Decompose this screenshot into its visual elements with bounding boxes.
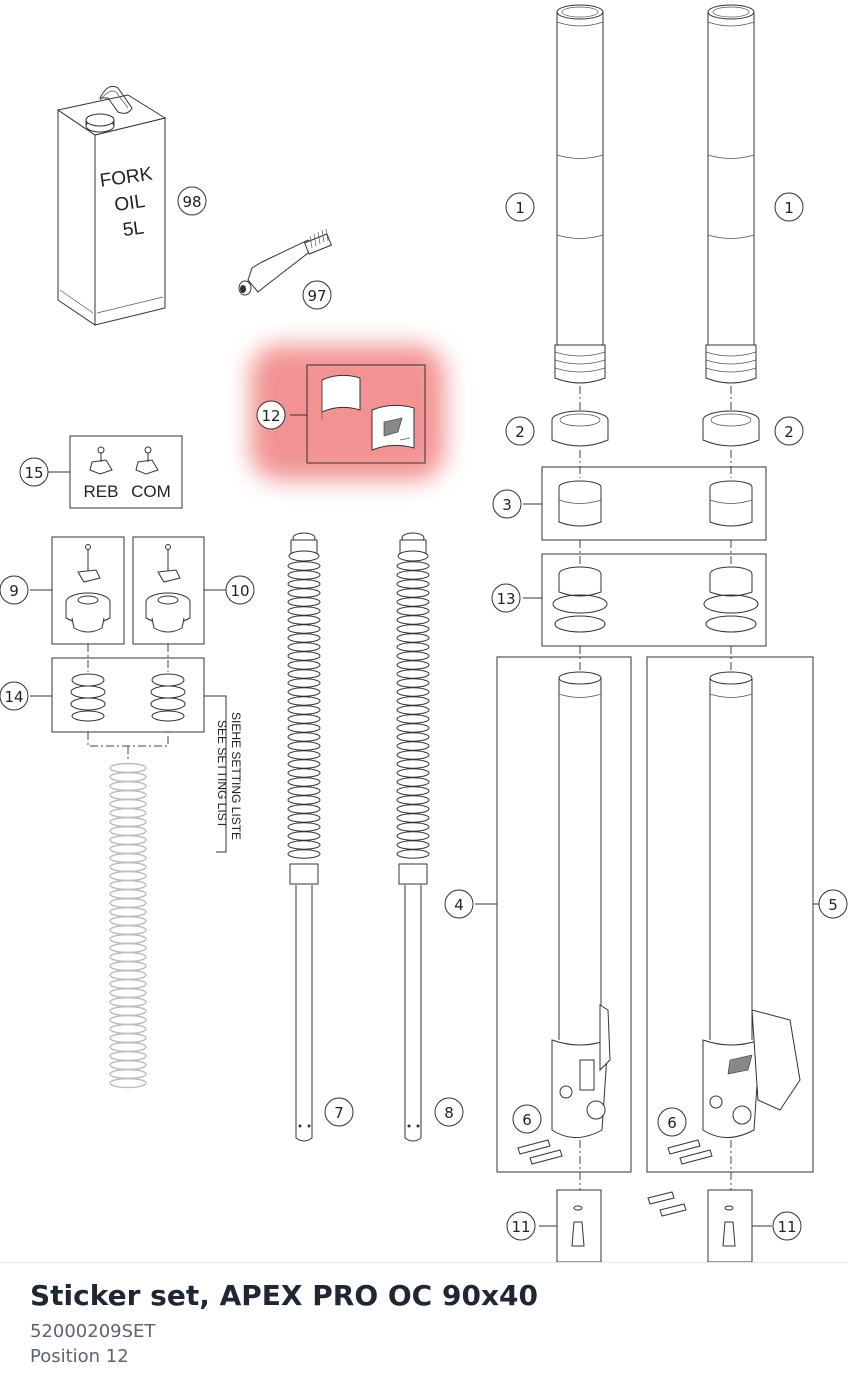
callout-3[interactable]: 3 [492, 489, 522, 519]
callout-label: 6 [667, 1114, 677, 1132]
callout-12[interactable]: 12 [256, 400, 286, 430]
callout-label: 5 [828, 896, 838, 914]
com-label: COM [131, 482, 171, 501]
callout-2[interactable]: 2 [774, 416, 804, 446]
spring-preload-set[interactable]: SIEHE SETTING LISTE SEE SETTING LIST [30, 644, 243, 853]
axle-clamp-screws[interactable] [647, 1191, 687, 1217]
callout-label: 98 [182, 193, 201, 211]
inner-tube-right[interactable] [646, 656, 821, 1190]
callout-label: 3 [502, 496, 512, 514]
oil-label-line2: OIL [113, 191, 146, 216]
callout-6[interactable]: 6 [657, 1107, 687, 1137]
callout-label: 4 [454, 896, 464, 914]
clicker-adjusters[interactable]: REB COM [46, 435, 183, 509]
callout-label: 13 [496, 590, 515, 608]
callout-label: 10 [230, 582, 249, 600]
callout-label: 2 [515, 423, 525, 441]
callout-1[interactable]: 1 [774, 192, 804, 222]
callout-9[interactable]: 9 [0, 575, 29, 605]
inner-tube-left[interactable] [475, 656, 632, 1190]
callout-11[interactable]: 11 [772, 1211, 802, 1241]
callout-13[interactable]: 13 [491, 583, 521, 613]
reb-label: REB [84, 482, 119, 501]
callout-label: 15 [24, 464, 43, 482]
callout-label: 8 [444, 1104, 454, 1122]
oil-label-line3: 5L [121, 217, 145, 241]
fork-cap-rebound[interactable] [30, 536, 125, 645]
setting-note-en: SEE SETTING LIST [215, 720, 229, 829]
callout-label: 97 [307, 287, 326, 305]
bushing-set[interactable] [541, 466, 767, 541]
seal-kit[interactable] [541, 540, 767, 672]
sticker-set[interactable] [306, 364, 426, 464]
callout-label: 14 [4, 688, 23, 706]
callout-4[interactable]: 4 [444, 889, 474, 919]
callout-97[interactable]: 97 [302, 280, 332, 310]
outer-tube-left[interactable] [554, 4, 606, 412]
callout-label: 1 [784, 199, 794, 217]
setting-note-de: SIEHE SETTING LISTE [229, 712, 243, 840]
bleeder-screw-right[interactable] [707, 1189, 772, 1262]
callout-14[interactable]: 14 [0, 681, 29, 711]
callout-6[interactable]: 6 [512, 1104, 542, 1134]
fork-seal-right[interactable] [702, 410, 760, 478]
callout-label: 11 [511, 1218, 530, 1236]
callout-label: 6 [522, 1111, 532, 1129]
callout-2[interactable]: 2 [505, 416, 535, 446]
callout-11[interactable]: 11 [506, 1211, 536, 1241]
callout-label: 12 [261, 407, 280, 425]
damping-cartridge-left[interactable] [287, 532, 321, 1142]
callout-10[interactable]: 10 [225, 575, 255, 605]
part-info-panel: Sticker set, APEX PRO OC 90x40 52000209S… [0, 1262, 848, 1391]
callout-1[interactable]: 1 [505, 192, 535, 222]
outer-tube-right[interactable] [705, 4, 757, 412]
fork-seal-left[interactable] [551, 410, 609, 478]
fork-oil-can[interactable]: FORK OIL 5L [56, 85, 167, 326]
callout-15[interactable]: 15 [19, 457, 49, 487]
grease-tube[interactable] [238, 228, 333, 296]
callout-7[interactable]: 7 [324, 1097, 354, 1127]
fork-spring[interactable] [109, 762, 147, 1089]
callout-label: 9 [9, 582, 19, 600]
callout-98[interactable]: 98 [177, 186, 207, 216]
callout-label: 2 [784, 423, 794, 441]
part-number: 52000209SET [30, 1321, 156, 1342]
damping-cartridge-right[interactable] [396, 532, 430, 1142]
fork-cap-compression[interactable] [132, 536, 226, 645]
exploded-parts-diagram: FORK OIL 5L REB COM [0, 4, 848, 1262]
selected-part-highlight[interactable] [250, 345, 445, 480]
part-position: Position 12 [30, 1346, 129, 1367]
bleeder-screw-left[interactable] [539, 1189, 602, 1262]
callout-5[interactable]: 5 [818, 889, 848, 919]
callout-label: 7 [334, 1104, 344, 1122]
callout-8[interactable]: 8 [434, 1097, 464, 1127]
part-title: Sticker set, APEX PRO OC 90x40 [30, 1279, 538, 1312]
callout-label: 1 [515, 199, 525, 217]
callout-label: 11 [777, 1218, 796, 1236]
